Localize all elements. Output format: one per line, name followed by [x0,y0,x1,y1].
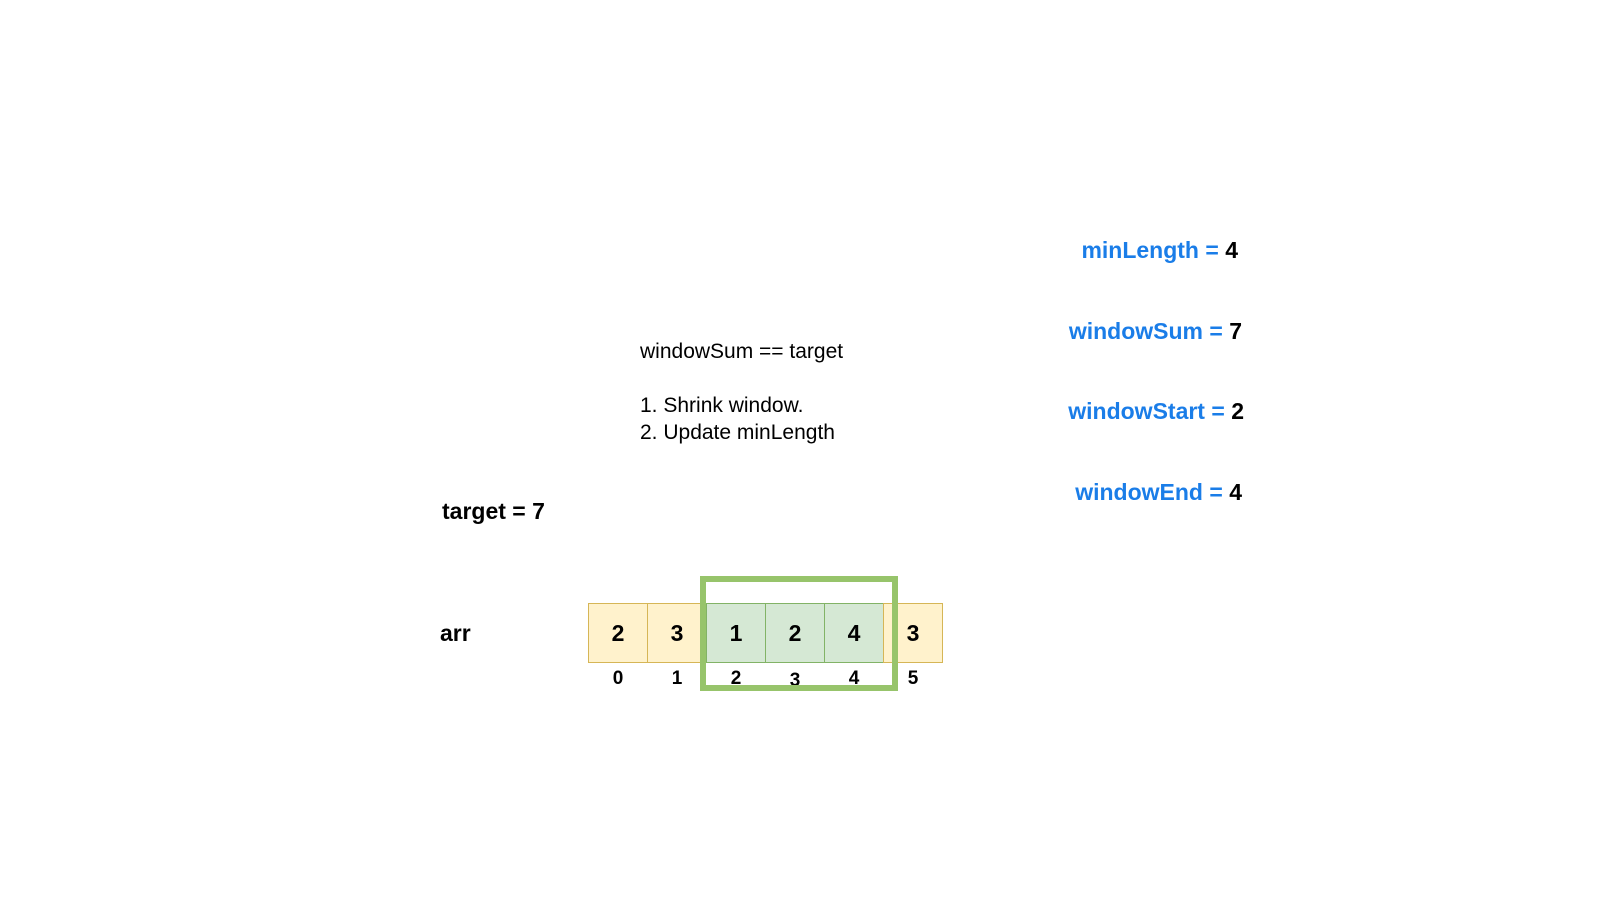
variable-value: 7 [1229,318,1242,344]
variable-name: windowEnd [1075,479,1203,505]
array-index: 4 [848,668,860,689]
array-cell: 2 [588,603,648,663]
array-index: 5 [907,668,919,689]
condition-gap [640,365,843,392]
variable-equals: = [1198,237,1226,263]
variable-window-start: windowStart = 2 [1068,398,1244,425]
variable-value: 4 [1229,479,1242,505]
array-label: arr [440,620,471,646]
variable-name: windowStart [1068,398,1205,424]
condition-note: windowSum == target 1. Shrink window. 2.… [640,338,843,446]
variable-window-sum: windowSum = 7 [1069,318,1242,345]
variable-value: 2 [1231,398,1244,424]
array-cells: 2 3 1 2 4 3 [588,603,943,663]
array-cell: 3 [647,603,707,663]
condition-heading: windowSum == target [640,340,844,363]
condition-step-1: 1. Shrink window. [640,394,804,417]
variable-min-length: minLength = 4 [1081,237,1238,264]
array-index: 3 [789,670,801,691]
variable-value: 4 [1225,237,1238,263]
array-index: 0 [612,668,624,689]
array-indices: 0 1 2 3 4 5 [588,668,943,692]
array-cell: 1 [706,603,766,663]
array-cell: 4 [824,603,884,663]
variable-equals: = [1202,318,1230,344]
variable-equals: = [1204,398,1232,424]
variable-name: windowSum [1068,318,1203,344]
condition-step-2: 2. Update minLength [640,421,835,444]
array-cell: 2 [765,603,825,663]
variable-equals: = [1202,479,1230,505]
array-cell: 3 [883,603,943,663]
variable-name: minLength [1081,237,1199,263]
target-label: target = 7 [442,498,545,524]
variable-window-end: windowEnd = 4 [1075,479,1242,506]
array-index: 2 [730,668,742,689]
array-index: 1 [671,668,683,689]
